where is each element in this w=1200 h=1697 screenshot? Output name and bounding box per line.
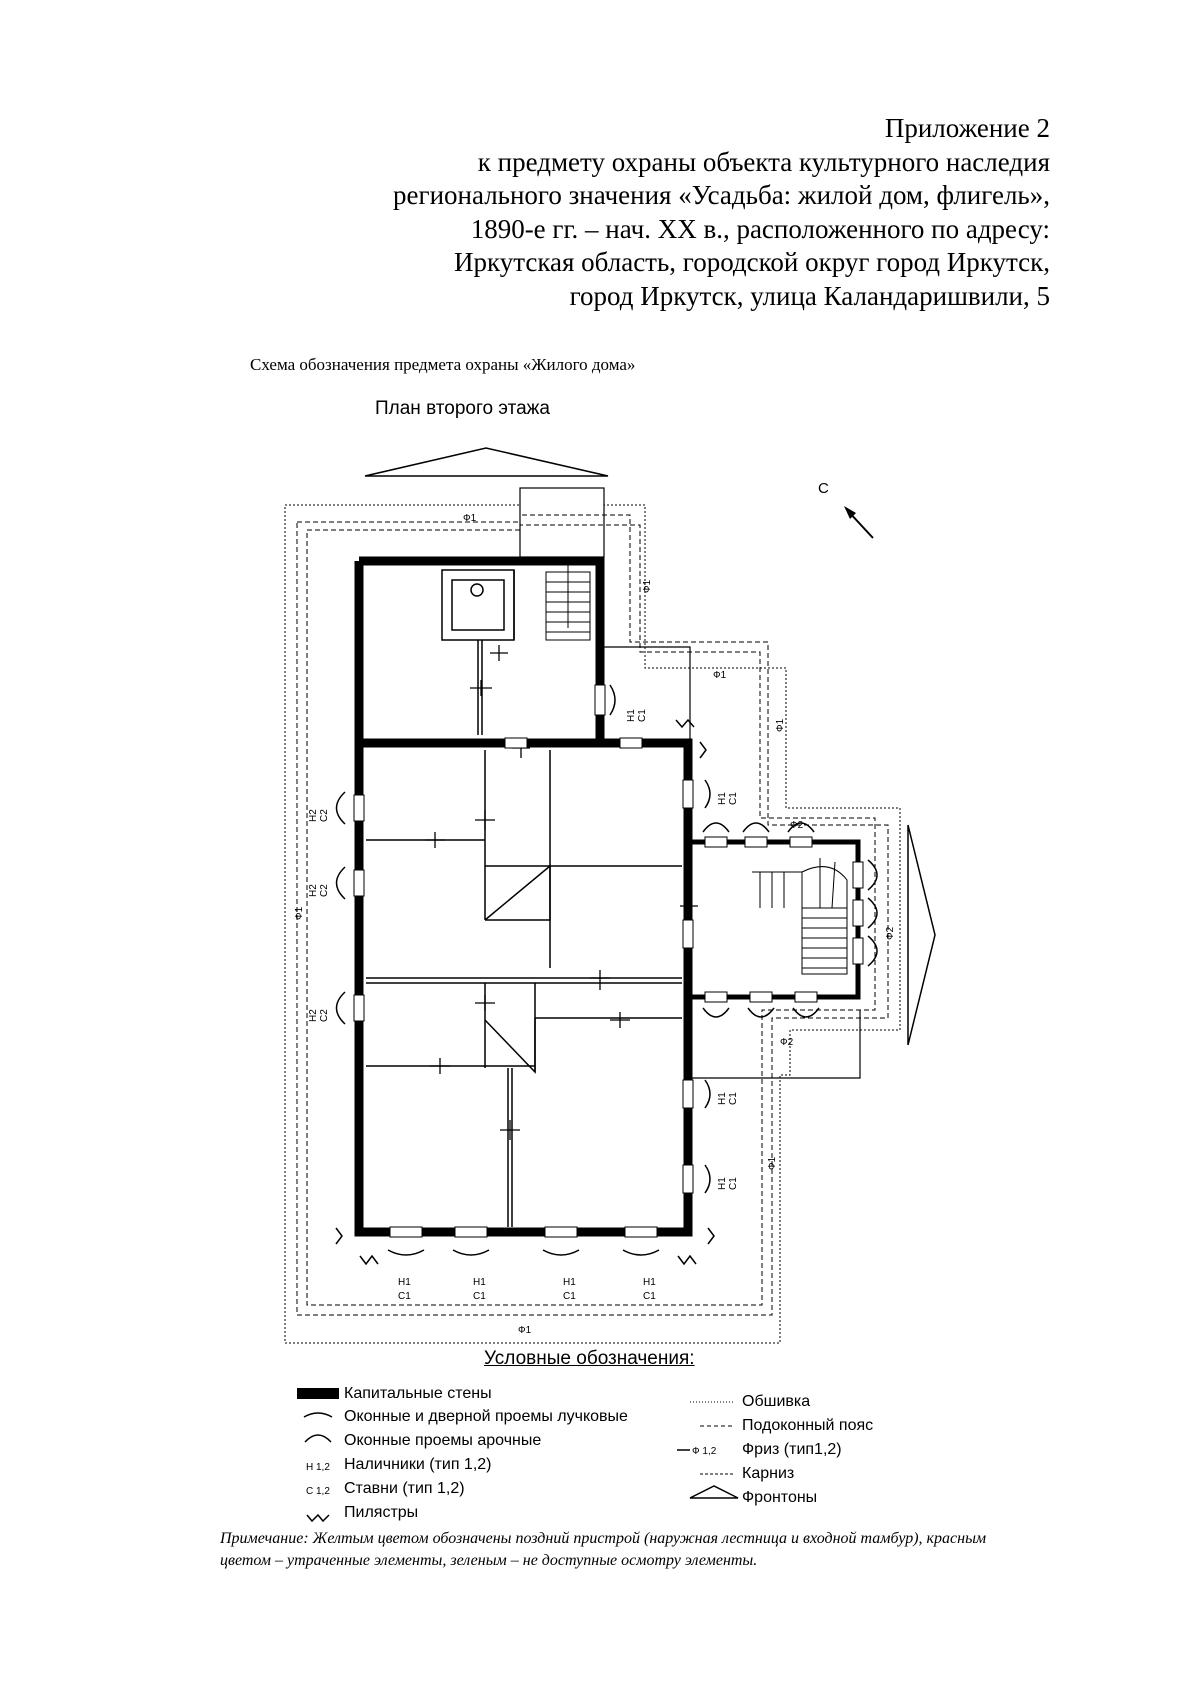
legend-architraves: Наличники (тип 1,2) xyxy=(344,1456,492,1473)
capital-walls xyxy=(354,556,693,1237)
legend-title: Условные обозначения: xyxy=(484,1348,695,1369)
legend-capital-walls: Капитальные стены xyxy=(344,1385,492,1402)
svg-text:С1: С1 xyxy=(728,1092,739,1105)
legend-symbols xyxy=(297,1388,739,1523)
header-line-5: Иркутская область, городской округ город… xyxy=(453,247,1050,277)
svg-text:Н1: Н1 xyxy=(398,1277,411,1288)
label-f1-east: Ф1 xyxy=(775,718,786,732)
arched-arcs xyxy=(335,791,878,1025)
legend-arched-openings: Оконные проемы арочные xyxy=(344,1432,542,1449)
legend-pilasters: Пилястры xyxy=(344,1504,419,1521)
label-f1-right-upper: Ф1 xyxy=(642,579,653,593)
sheathing-outline xyxy=(284,487,901,1344)
svg-text:С1: С1 xyxy=(637,709,648,722)
svg-text:Н1: Н1 xyxy=(563,1277,576,1288)
svg-text:Н1: Н1 xyxy=(473,1277,486,1288)
svg-text:С 1,2: С 1,2 xyxy=(306,1486,330,1497)
legend-segmental-openings: Оконные и дверной проемы лучковые xyxy=(344,1408,628,1425)
svg-text:С2: С2 xyxy=(319,884,330,897)
window-openings xyxy=(353,684,864,1238)
label-f1-top: Ф1 xyxy=(463,513,477,524)
svg-text:Н1: Н1 xyxy=(717,1177,728,1190)
svg-text:Н2: Н2 xyxy=(308,809,319,822)
pediment-top xyxy=(364,447,609,477)
header-line-3: регионального значения «Усадьба: жилой д… xyxy=(393,180,1050,210)
label-f2-top: Ф2 xyxy=(790,820,804,831)
svg-text:С2: С2 xyxy=(319,809,330,822)
label-f1-east-lower: Ф1 xyxy=(767,1156,778,1170)
label-f2-right: Ф2 xyxy=(885,926,896,940)
svg-text:Н1: Н1 xyxy=(717,1092,728,1105)
legend-sheathing: Обшивка xyxy=(742,1393,811,1410)
north-arrow-icon xyxy=(844,506,874,539)
frieze-outline xyxy=(296,514,889,1316)
svg-text:С1: С1 xyxy=(728,792,739,805)
label-f1-annex: Ф1 xyxy=(713,670,727,681)
label-f1-west: Ф1 xyxy=(294,906,305,920)
footnote: Примечание: Желтым цветом обозначены поз… xyxy=(220,1530,987,1569)
pediment-right xyxy=(907,824,936,1046)
interior-partitions xyxy=(366,569,682,1227)
plan-title: План второго этажа xyxy=(375,398,550,419)
legend-shutters: Ставни (тип 1,2) xyxy=(344,1480,465,1497)
label-f1-bottom: Ф1 xyxy=(518,1325,532,1336)
svg-text:С1: С1 xyxy=(473,1291,486,1302)
vestibule-stairs xyxy=(752,858,848,975)
svg-text:С1: С1 xyxy=(398,1291,411,1302)
svg-text:Н1: Н1 xyxy=(717,792,728,805)
segmental-arcs xyxy=(387,684,711,1256)
svg-text:С2: С2 xyxy=(319,1009,330,1022)
header-line-6: город Иркутск, улица Каландаришвили, 5 xyxy=(569,280,1050,311)
legend-cornice: Карниз xyxy=(742,1465,795,1482)
svg-text:С1: С1 xyxy=(728,1177,739,1190)
svg-text:С1: С1 xyxy=(563,1291,576,1302)
header-line-4: 1890-е гг. – нач. XX в., расположенного … xyxy=(470,213,1050,244)
svg-text:Н2: Н2 xyxy=(308,1009,319,1022)
header-line-1: Приложение 2 xyxy=(884,113,1050,143)
north-label: С xyxy=(818,480,829,497)
scheme-title: Схема обозначения предмета охраны «Жилог… xyxy=(250,355,636,374)
svg-text:Ф 1,2: Ф 1,2 xyxy=(692,1446,717,1457)
legend-frieze: Фриз (тип1,2) xyxy=(742,1441,842,1458)
svg-text:С1: С1 xyxy=(643,1291,656,1302)
svg-text:Н1: Н1 xyxy=(626,709,637,722)
label-f2-bottom: Ф2 xyxy=(780,1037,794,1048)
legend-symbol-texts: Н 1,2 С 1,2 Ф 1,2 xyxy=(306,1446,717,1497)
legend-pediments: Фронтоны xyxy=(742,1489,818,1506)
appendix-header: Приложение 2 к предмету охраны объекта к… xyxy=(393,112,1050,313)
header-line-2: к предмету охраны объекта культурного на… xyxy=(477,146,1050,177)
svg-text:Н2: Н2 xyxy=(308,884,319,897)
pilaster-icon xyxy=(335,718,715,1266)
svg-text:Н 1,2: Н 1,2 xyxy=(306,1462,330,1473)
svg-text:Н1: Н1 xyxy=(643,1277,656,1288)
legend-sill-belt: Подоконный пояс xyxy=(742,1417,874,1434)
annex-stairs xyxy=(545,558,591,641)
